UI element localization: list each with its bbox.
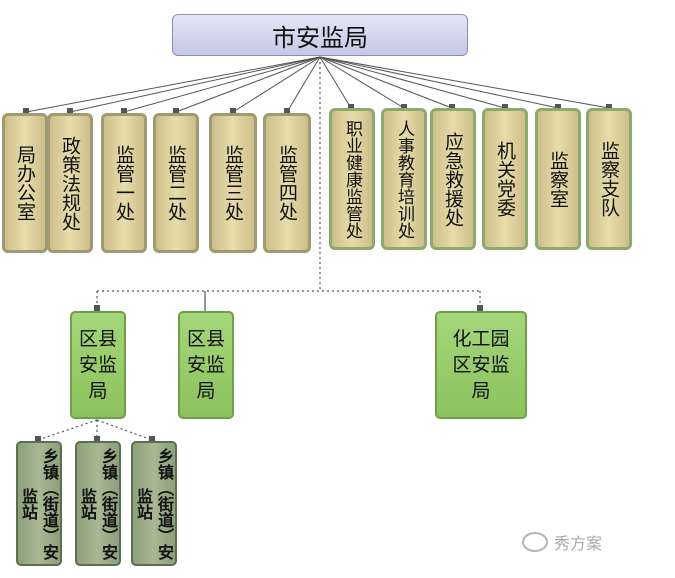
town-node: 乡镇（街道）安监站 — [75, 441, 121, 566]
district-node: 区县安监局 — [70, 311, 126, 419]
dept-node: 人事教育培训处 — [381, 108, 427, 250]
dept-node: 局办公室 — [2, 113, 48, 253]
dept-label: 监管二处 — [165, 145, 187, 221]
dept-node: 职业健康监管处 — [329, 108, 375, 250]
wechat-icon — [522, 532, 548, 552]
district-node: 区县安监局 — [178, 311, 234, 419]
dept-label: 监管四处 — [276, 145, 298, 221]
root-node: 市安监局 — [172, 14, 468, 56]
dept-label: 监管一处 — [113, 145, 135, 221]
dept-node: 监管一处 — [101, 113, 147, 253]
dept-label: 监察支队 — [598, 141, 620, 217]
district-node: 化工园区安监局 — [435, 311, 527, 419]
dept-label: 局办公室 — [14, 145, 36, 221]
root-label: 市安监局 — [272, 23, 368, 52]
town-label: 乡镇（街道）安监站 — [134, 447, 174, 560]
dept-node: 机关党委 — [482, 108, 528, 250]
district-label: 区县安监局 — [78, 328, 117, 402]
dept-label: 职业健康监管处 — [342, 119, 362, 239]
watermark: 秀方案 — [522, 530, 602, 554]
dept-label: 监管三处 — [222, 145, 244, 221]
dept-node: 监管二处 — [153, 113, 199, 253]
dept-label: 人事教育培训处 — [394, 119, 414, 239]
dept-label: 监察室 — [547, 150, 569, 208]
dept-node: 应急救援处 — [430, 108, 476, 250]
dept-node: 政策法规处 — [47, 113, 93, 253]
dept-node: 监察支队 — [586, 108, 632, 250]
dept-node: 监管四处 — [263, 113, 311, 253]
town-label: 乡镇（街道）安监站 — [19, 447, 59, 560]
district-label: 区县安监局 — [186, 328, 225, 402]
town-node: 乡镇（街道）安监站 — [131, 441, 177, 566]
dept-label: 应急救援处 — [442, 131, 464, 227]
town-label: 乡镇（街道）安监站 — [78, 447, 118, 560]
town-node: 乡镇（街道）安监站 — [16, 441, 62, 566]
dept-node: 监察室 — [535, 108, 581, 250]
dept-label: 机关党委 — [494, 141, 516, 217]
district-label: 化工园区安监局 — [452, 328, 510, 402]
dept-label: 政策法规处 — [59, 135, 81, 231]
dept-node: 监管三处 — [209, 113, 257, 253]
watermark-text: 秀方案 — [554, 534, 603, 553]
